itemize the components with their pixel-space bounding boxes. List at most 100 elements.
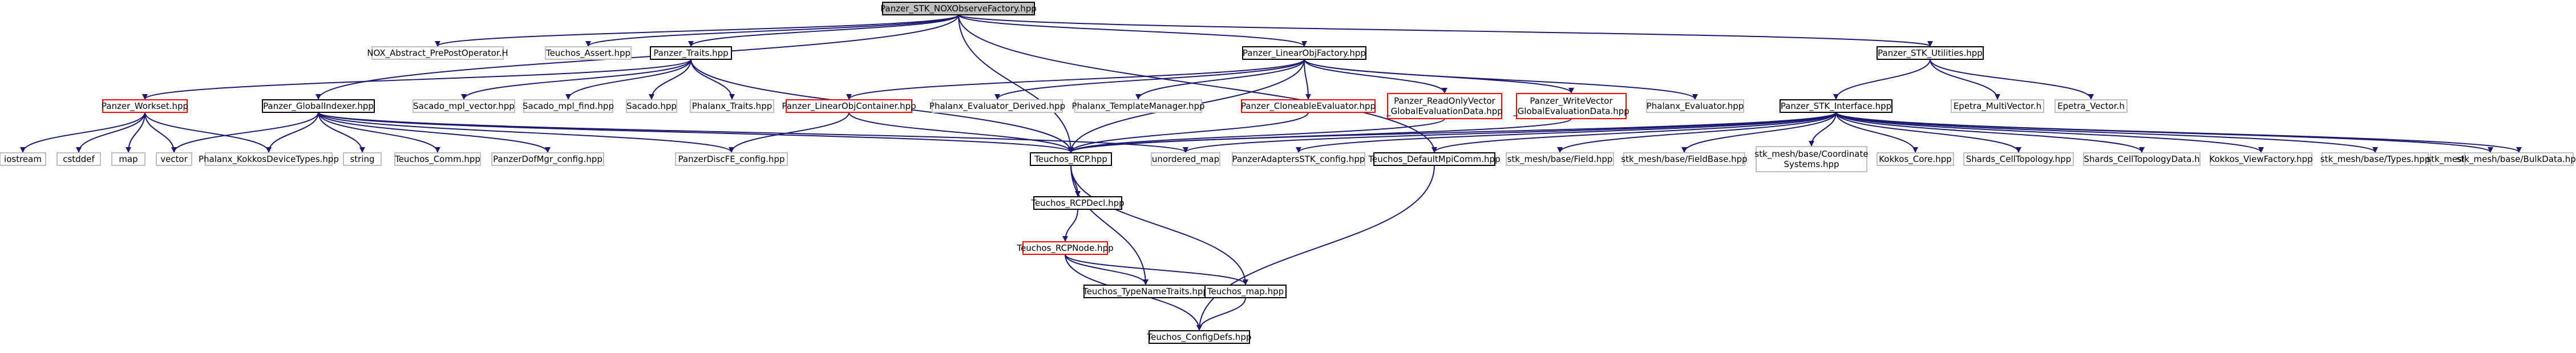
edge-cloneable_evaluator-to-teuchos_rcp [1068, 112, 1309, 153]
node-box [1149, 330, 1250, 344]
node-box [523, 99, 613, 113]
node-label: Kokkos_Core.hpp [1879, 154, 1952, 165]
edge-root-to-teuchos_assert [585, 14, 959, 47]
node-cloneable-evaluator[interactable]: Panzer_CloneableEvaluator.hpp [1241, 99, 1376, 113]
node-box [111, 152, 145, 166]
node-box [1646, 99, 1744, 113]
node-box [1623, 152, 1745, 166]
node-cstddef: cstddef [56, 152, 101, 166]
node-label: Systems.hpp [1784, 159, 1839, 169]
edge-stk_interface-to-stk_field [1557, 112, 1837, 153]
node-label: Panzer_LinearObjContainer.hpp [782, 101, 916, 112]
node-panzer-discfe-config: PanzerDiscFE_config.hpp [675, 152, 788, 166]
node-stk-utilities[interactable]: Panzer_STK_Utilities.hpp [1877, 46, 1984, 60]
node-label: Panzer_STK_Interface.hpp [1781, 101, 1891, 112]
node-box [2210, 152, 2312, 166]
node-epetra-multivector: Epetra_MultiVector.h [1951, 99, 2044, 113]
node-label: Panzer_LinearObjFactory.hpp [1243, 48, 1366, 59]
edge-globalindexer-to-panzer_dofmgr_config [318, 112, 551, 153]
node-label: Panzer_STK_Utilities.hpp [1878, 48, 1983, 59]
node-teuchos-map[interactable]: Teuchos_map.hpp [1204, 285, 1287, 298]
node-box [2055, 99, 2128, 113]
node-label: Teuchos_Comm.hpp [394, 154, 480, 165]
node-label: iostream [4, 154, 42, 164]
node-epetra-vector: Epetra_Vector.h [2055, 99, 2128, 113]
node-linearobjfactory[interactable]: Panzer_LinearObjFactory.hpp [1242, 46, 1366, 60]
edge-linearobjcontainer-to-teuchos_rcp [848, 112, 1074, 153]
node-label: Sacado.hpp [626, 101, 677, 111]
node-box [343, 152, 382, 166]
edge-workset-to-phalanx_kokkos [144, 112, 272, 153]
node-unordered-map: unordered_map [1151, 152, 1220, 166]
edge-teuchos_map-to-teuchos_configdefs [1196, 297, 1246, 331]
edge-root-to-globalindexer [316, 14, 959, 100]
node-label: PanzerDiscFE_config.hpp [678, 154, 785, 165]
node-label: PanzerAdaptersSTK_config.hpp [1232, 154, 1365, 165]
node-stk-fieldbase: stk_mesh/base/FieldBase.hpp [1621, 152, 1748, 166]
node-box [1780, 99, 1892, 113]
node-label: Panzer_GlobalIndexer.hpp [263, 101, 374, 112]
node-box [1022, 241, 1108, 255]
edge-stk_interface-to-kokkos_core [1835, 112, 1918, 153]
node-label: Teuchos_RCPNode.hpp [1016, 243, 1113, 254]
node-label: Panzer_STK_NOXObserveFactory.hpp [880, 3, 1037, 14]
node-box [1241, 99, 1376, 113]
node-teuchos-rcp[interactable]: Teuchos_RCP.hpp [1030, 152, 1112, 166]
edge-root-to-stk_utilities [958, 14, 1933, 47]
node-teuchos-defaultmpicomm[interactable]: Teuchos_DefaultMpiComm.hpp [1368, 152, 1501, 166]
edge-globalindexer-to-teuchos_comm [318, 112, 440, 153]
node-box [882, 2, 1035, 15]
edge-stk_interface-to-teuchos_defaultmpicomm [1431, 112, 1837, 153]
node-box [1756, 146, 1867, 172]
edge-workset-to-iostream [20, 112, 145, 153]
node-teuchos-typenametraits[interactable]: Teuchos_TypeNameTraits.hpp [1082, 285, 1208, 298]
node-phalanx-templatemanager: Phalanx_TemplateManager.hpp [1071, 99, 1205, 113]
node-box [1074, 99, 1202, 113]
node-label: PanzerDofMgr_config.hpp [493, 154, 602, 165]
node-box [2464, 152, 2574, 166]
node-teuchos-rcpnode[interactable]: Teuchos_RCPNode.hpp [1016, 241, 1114, 255]
node-label: Teuchos_TypeNameTraits.hpp [1082, 286, 1208, 297]
node-label: Teuchos_map.hpp [1207, 286, 1284, 297]
edge-linearobjfactory-to-phalanx_templatemanager [1135, 59, 1305, 100]
node-label: NOX_Abstract_PrePostOperator.H [367, 48, 508, 59]
edge-panzer_traits-to-workset [142, 59, 691, 100]
node-stk-types: stk_mesh/base/Types.hpp [2320, 152, 2430, 166]
node-kokkos-core: Kokkos_Core.hpp [1877, 152, 1954, 166]
node-teuchos-rcpdecl[interactable]: Teuchos_RCPDecl.hpp [1030, 196, 1125, 210]
edge-panzer_traits-to-sacado_mpl_find [565, 59, 691, 100]
edge-linearobjfactory-to-cloneable_evaluator [1304, 59, 1311, 100]
node-box [786, 99, 912, 113]
node-box [491, 152, 604, 166]
node-panzer-traits[interactable]: Panzer_Traits.hpp [650, 46, 732, 60]
node-label: map [119, 154, 138, 164]
edge-stk_interface-to-shards_celltopology [1835, 112, 2021, 153]
node-box [0, 152, 46, 166]
node-writevector[interactable]: Panzer_WriteVector_GlobalEvaluationData.… [1513, 93, 1629, 119]
node-root[interactable]: Panzer_STK_NOXObserveFactory.hpp [880, 2, 1037, 15]
edge-workset-to-vector [144, 112, 177, 153]
node-box [1151, 152, 1220, 166]
node-box [2322, 152, 2429, 166]
edge-root-to-linearobjfactory [958, 14, 1307, 47]
node-vector: vector [156, 152, 192, 166]
node-readonlyvector[interactable]: Panzer_ReadOnlyVector_GlobalEvaluationDa… [1386, 93, 1503, 119]
node-label: Phalanx_Traits.hpp [692, 101, 773, 112]
node-box [650, 46, 732, 60]
node-sacado-mpi-vector: Sacado_mpl_vector.hpp [413, 99, 515, 113]
edge-linearobjcontainer-to-panzer_discfe_config [729, 112, 850, 153]
edge-globalindexer-to-vector [171, 112, 319, 153]
node-sacado-mpl-find: Sacado_mpl_find.hpp [523, 99, 614, 113]
node-teuchos-configdefs[interactable]: Teuchos_ConfigDefs.hpp [1147, 330, 1252, 344]
node-box [1204, 285, 1287, 298]
node-box [205, 152, 333, 166]
node-label: vector [160, 154, 188, 164]
node-linearobjcontainer[interactable]: Panzer_LinearObjContainer.hpp [782, 99, 916, 113]
edge-stk_interface-to-unordered_map [1183, 112, 1837, 153]
node-stk-interface[interactable]: Panzer_STK_Interface.hpp [1780, 99, 1892, 113]
node-teuchos-assert: Teuchos_Assert.hpp [545, 46, 632, 60]
node-globalindexer[interactable]: Panzer_GlobalIndexer.hpp [262, 99, 375, 113]
node-label: Epetra_Vector.h [2057, 101, 2125, 112]
node-workset[interactable]: Panzer_Workset.hpp [102, 99, 188, 113]
